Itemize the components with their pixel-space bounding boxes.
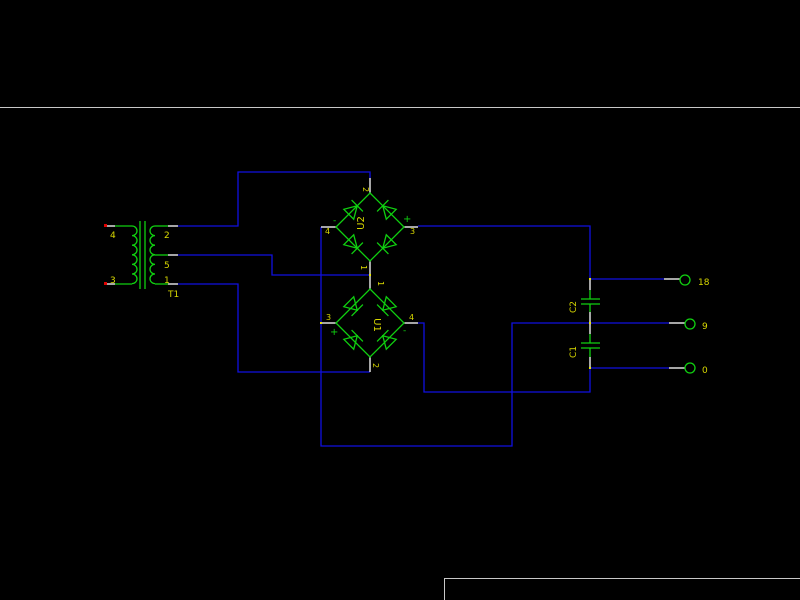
diode-icon (376, 329, 398, 351)
sheet-divider-top (0, 107, 800, 108)
pin-label: 4 (409, 313, 414, 322)
pin-label: 3 (110, 276, 116, 286)
diode-icon (342, 295, 364, 317)
ref-designator: U1 (371, 318, 382, 332)
polarity-label: + (330, 327, 338, 338)
terminal-circle-icon (679, 274, 691, 286)
bridge-rectifier-u1[interactable]: 1 3 4 2 + - U1 (321, 276, 418, 372)
terminal-18[interactable]: 18 (664, 274, 710, 288)
polarity-label: - (333, 216, 336, 226)
pin-label: 4 (110, 231, 116, 241)
title-block-border-top (444, 578, 800, 579)
diode-icon (376, 233, 398, 255)
capacitor-c1[interactable]: C1 (569, 323, 600, 368)
ref-designator: C1 (569, 346, 579, 358)
junction-dot-icon (589, 367, 591, 369)
junction-dot-icon (369, 274, 371, 276)
wire-t1-2-to-u2-2[interactable] (178, 171, 371, 227)
pin-marker-icon (104, 224, 107, 227)
terminal-9[interactable]: 9 (669, 318, 708, 332)
pin-label: 5 (164, 261, 170, 271)
pin-label: 1 (376, 281, 385, 286)
terminal-label: 0 (702, 366, 708, 376)
transformer-t1[interactable]: 4 3 2 5 1 T1 (104, 221, 179, 300)
terminal-circle-icon (684, 362, 696, 374)
junction-dot-icon (320, 322, 322, 324)
capacitor-c2[interactable]: C2 (569, 279, 600, 323)
wire-u1-4-to-c1[interactable] (418, 322, 591, 393)
ref-designator: T1 (167, 290, 179, 300)
wire-t1-1-to-u1-2[interactable] (178, 283, 370, 373)
bridge-diamond-icon (335, 192, 405, 262)
terminal-label: 9 (702, 322, 708, 332)
pin-label: 2 (164, 231, 170, 241)
wire-u2-4-return[interactable] (320, 227, 590, 447)
bridge-diamond-icon (335, 288, 405, 358)
pin-label: 1 (359, 265, 368, 270)
wire-u2-3-to-c2[interactable] (418, 225, 591, 279)
diode-icon (342, 329, 364, 351)
diode-icon (376, 295, 398, 317)
junction-dot-icon (589, 278, 591, 280)
pin-marker-icon (104, 282, 107, 285)
wire-t1-5-to-center-tap[interactable] (178, 254, 370, 276)
wires (178, 171, 669, 447)
junction-dot-icon (589, 322, 591, 324)
diode-icon (342, 233, 364, 255)
terminal-label: 18 (698, 278, 710, 288)
primary-coil-icon (131, 225, 138, 285)
pin-label: 2 (361, 187, 370, 192)
terminal-circle-icon (684, 318, 696, 330)
junctions (320, 274, 591, 369)
polarity-label: - (403, 326, 406, 336)
title-block-border-left (444, 578, 445, 600)
ref-designator: C2 (569, 301, 579, 313)
pin-label: 1 (164, 276, 170, 286)
pin-label: 3 (326, 313, 331, 322)
pin-label: 2 (371, 363, 380, 368)
terminal-0[interactable]: 0 (669, 362, 708, 376)
secondary-coil-icon (149, 225, 156, 285)
bridge-rectifier-u2[interactable]: 2 4 3 1 - + U2 (321, 178, 418, 275)
diode-icon (376, 199, 398, 221)
ref-designator: U2 (356, 216, 367, 230)
polarity-label: + (403, 214, 411, 225)
pin-label: 4 (325, 227, 330, 236)
pin-label: 3 (410, 227, 415, 236)
diode-icon (342, 199, 364, 221)
